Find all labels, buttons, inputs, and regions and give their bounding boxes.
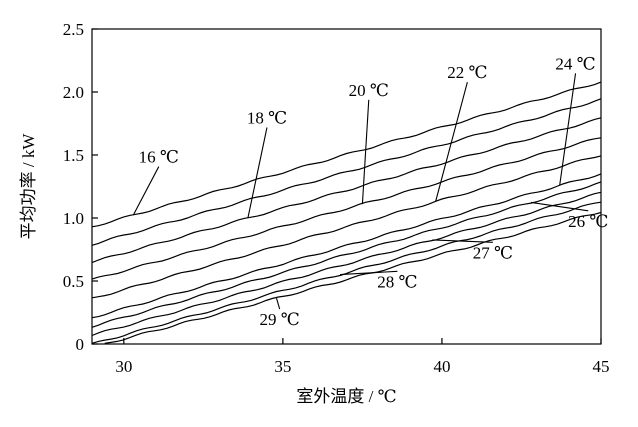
series-label: 18 ℃ <box>247 109 287 128</box>
series-line <box>91 181 602 328</box>
annotation-leader <box>132 166 160 216</box>
annotation-leader <box>530 201 589 212</box>
x-tick-label: 45 <box>593 357 610 376</box>
annotation-leader <box>435 81 468 202</box>
annotation-leader <box>247 127 268 219</box>
annotation-leader <box>432 239 493 243</box>
y-tick-label: 2.5 <box>63 20 84 39</box>
series-line <box>91 201 602 344</box>
x-tick-label: 30 <box>115 357 132 376</box>
series-label: 20 ℃ <box>349 81 389 100</box>
series-line <box>91 98 602 246</box>
annotation-leader <box>559 73 577 186</box>
plot-frame <box>91 28 602 345</box>
annotation-leader <box>275 298 281 310</box>
x-tick-label: 40 <box>433 357 450 376</box>
series-line <box>91 81 602 228</box>
series-line <box>91 137 602 280</box>
series-label: 24 ℃ <box>555 54 595 73</box>
y-tick-label: 1.5 <box>63 146 84 165</box>
x-axis-title: 室外温度 / ℃ <box>296 387 396 406</box>
series-label: 22 ℃ <box>447 63 487 82</box>
series-line <box>91 191 602 337</box>
series-label: 29 ℃ <box>260 310 300 329</box>
y-tick-label: 0.5 <box>63 272 84 291</box>
y-tick-label: 1.0 <box>63 209 84 228</box>
series-line <box>91 117 602 264</box>
series-line <box>91 155 602 299</box>
series-label: 28 ℃ <box>377 272 417 291</box>
annotation-leader <box>361 99 370 205</box>
series-annotations: 16 ℃ 18 ℃ 20 ℃ 22 ℃ 24 ℃ 26 ℃ 27 ℃ 28 ℃ 29 ℃ <box>132 54 608 329</box>
ticks: 30 35 40 45 0 0.5 1.0 1.5 2.0 2.5 <box>63 20 610 376</box>
series-line <box>91 173 602 319</box>
series-label: 16 ℃ <box>139 148 179 167</box>
y-tick-label: 0 <box>76 335 85 354</box>
x-tick-label: 35 <box>274 357 291 376</box>
annotation-leader <box>340 270 398 276</box>
series-label: 26 ℃ <box>568 212 608 231</box>
series-lines <box>91 81 602 344</box>
axes <box>91 28 602 345</box>
series-line <box>104 211 602 344</box>
y-tick-label: 2.0 <box>63 83 84 102</box>
y-axis-title: 平均功率 / kW <box>19 133 38 240</box>
series-label: 27 ℃ <box>473 243 513 262</box>
